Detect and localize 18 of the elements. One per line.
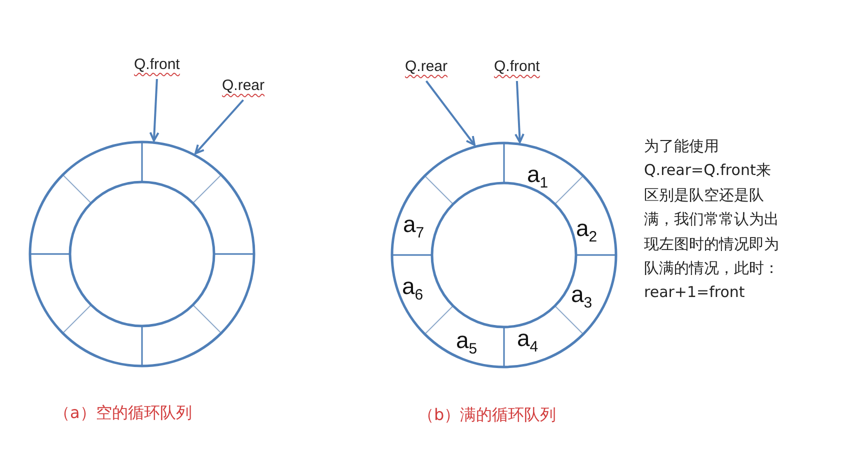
- ring-drawing: [27, 139, 257, 369]
- cell-label: a$_{5}$: [456, 326, 478, 360]
- pointer-label: Q.front: [494, 57, 540, 77]
- cell-label: a$_{1}$: [527, 160, 548, 194]
- cell-label: a$_{7}$: [403, 210, 424, 244]
- cell-label: a$_{6}$: [402, 272, 424, 306]
- figure-caption: （b）满的循环队列: [418, 405, 556, 426]
- cell-label: a$_{4}$: [517, 324, 538, 358]
- figure-caption: （a）空的循环队列: [54, 403, 192, 424]
- arrow: [425, 80, 476, 146]
- note-text: 为了能使用Q.rear=Q.front来区别是队空还是队满，我们常常认为出现左图时的情况即为队满的情况，此时：rear+1=front: [644, 136, 780, 304]
- arrow: [194, 99, 244, 154]
- pointer-label: Q.rear: [222, 76, 265, 96]
- cell-label: a$_{3}$: [571, 280, 592, 314]
- pointer-label: Q.rear: [405, 57, 448, 77]
- pointer-label: Q.front: [134, 55, 180, 75]
- ring-drawing: [389, 140, 619, 370]
- cell-label: a$_{2}$: [576, 214, 598, 248]
